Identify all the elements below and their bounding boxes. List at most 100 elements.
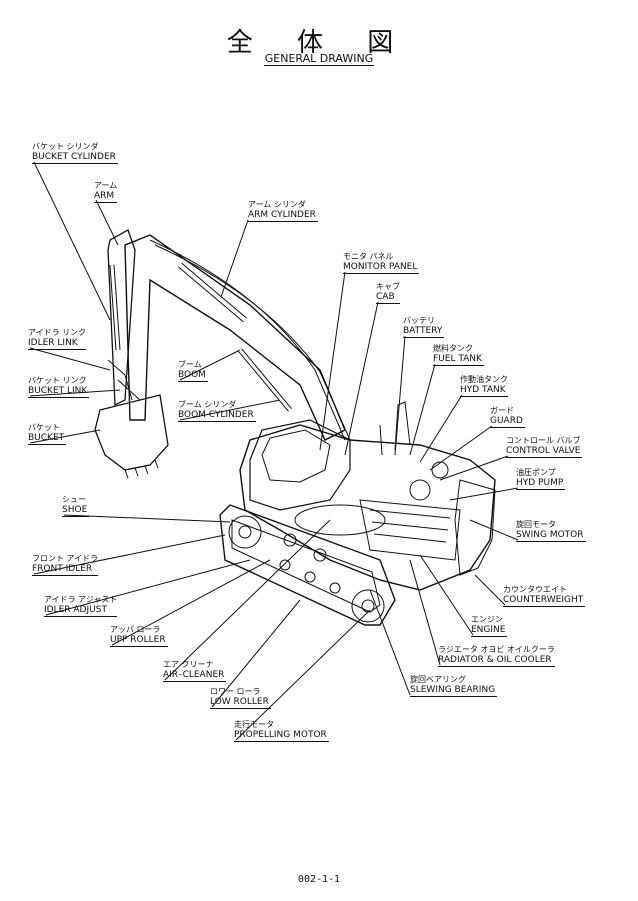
- leader-bucket-link: [29, 389, 121, 397]
- label-swing-motor-jp: 旋回モータ: [516, 520, 556, 529]
- leader-upp-roller: [111, 559, 271, 646]
- label-idler-link-jp: アイドラ リンク: [28, 328, 87, 337]
- leader-control-valve: [439, 455, 509, 481]
- label-air-cleaner-jp: エア クリーナ: [163, 660, 214, 669]
- leader-fuel-tank: [409, 363, 436, 456]
- label-boom-cylinder: ブーム シリンダ BOOM CYLINDER: [178, 400, 256, 422]
- label-slewing-bearing: 旋回ベアリング SLEWING BEARING: [410, 675, 498, 697]
- bucket-link-shape: [117, 379, 141, 401]
- label-engine: エンジン ENGINE: [471, 615, 508, 637]
- leader-slewing-bearing: [369, 589, 411, 696]
- label-hyd-tank: 作動油タンク HYD TANK: [460, 375, 508, 397]
- label-idler-adjust-en: IDLER ADJUST: [44, 605, 118, 617]
- label-bucket-link-jp: バケット リンク: [28, 376, 87, 385]
- sprocket-wheel: [351, 589, 385, 623]
- label-guard-jp: ガード: [490, 406, 514, 415]
- label-idler-adjust: アイドラ アジャスト IDLER ADJUST: [44, 595, 118, 617]
- label-fuel-tank-jp: 燃料タンク: [433, 344, 473, 353]
- label-shoe: シュー SHOE: [62, 495, 90, 517]
- label-counterweight-jp: カウンタウエイト: [503, 585, 567, 594]
- leader-bucket-cylinder: [33, 161, 111, 321]
- label-cab-jp: キャブ: [376, 282, 400, 291]
- leader-swing-motor: [469, 519, 519, 541]
- label-counterweight-en: COUNTERWEIGHT: [503, 595, 586, 607]
- label-engine-jp: エンジン: [471, 615, 503, 624]
- track-inner: [231, 519, 381, 613]
- label-upp-roller-en: UPP ROLLER: [110, 635, 168, 647]
- label-hyd-pump-jp: 油圧ポンプ: [516, 468, 556, 477]
- leader-air-cleaner: [164, 519, 331, 681]
- leader-cab: [344, 301, 379, 456]
- label-battery-jp: バッテリ: [403, 316, 435, 325]
- label-control-valve-en: CONTROL VALVE: [506, 446, 583, 458]
- leader-hyd-tank: [419, 394, 463, 463]
- page-title-japanese: 全 体 図: [226, 28, 412, 58]
- label-bucket-cylinder-en: BUCKET CYLINDER: [32, 152, 118, 164]
- label-idler-adjust-jp: アイドラ アジャスト: [44, 595, 118, 604]
- label-slewing-bearing-en: SLEWING BEARING: [410, 685, 498, 697]
- label-low-roller-jp: ロワー ローラ: [210, 687, 261, 696]
- label-low-roller-en: LOW ROLLER: [210, 697, 271, 709]
- label-guard-en: GUARD: [490, 416, 525, 428]
- page-number: 002-1-1: [297, 874, 341, 885]
- label-boom-jp: ブーム: [178, 360, 202, 369]
- track-frame: [219, 504, 396, 626]
- label-air-cleaner-en: AIR–CLEANER: [163, 670, 227, 682]
- label-arm-cylinder-en: ARM CYLINDER: [248, 210, 318, 222]
- front-idler-wheel: [228, 515, 262, 549]
- idler-link-shape: [107, 359, 133, 401]
- label-propelling-motor-en: PROPELLING MOTOR: [234, 730, 329, 742]
- bucket-shape: [94, 394, 169, 471]
- leader-bucket: [29, 429, 101, 444]
- label-idler-link-en: IDLER LINK: [28, 338, 87, 350]
- boom-shape: [124, 234, 346, 441]
- label-propelling-motor: 走行モータ PROPELLING MOTOR: [234, 720, 329, 742]
- label-hyd-pump-en: HYD PUMP: [516, 478, 566, 490]
- label-bucket-link: バケット リンク BUCKET LINK: [28, 376, 90, 398]
- label-battery: バッテリ BATTERY: [403, 316, 445, 338]
- label-swing-motor-en: SWING MOTOR: [516, 530, 586, 542]
- label-slewing-bearing-jp: 旋回ベアリング: [410, 675, 466, 684]
- arm-shape: [107, 229, 136, 407]
- label-radiator-jp: ラジエータ オヨビ オイルクーラ: [438, 645, 555, 654]
- label-bucket-link-en: BUCKET LINK: [28, 386, 90, 398]
- label-upp-roller-jp: アッパ ローラ: [110, 625, 161, 634]
- leader-low-roller: [211, 599, 301, 708]
- label-fuel-tank: 燃料タンク FUEL TANK: [433, 344, 484, 366]
- label-front-idler-jp: フロント アイドラ: [32, 554, 99, 563]
- label-monitor-panel: モニタ パネル MONITOR PANEL: [343, 252, 420, 274]
- label-boom-cylinder-jp: ブーム シリンダ: [178, 400, 237, 409]
- leader-guard: [429, 425, 493, 471]
- leader-idler-link: [29, 347, 111, 371]
- label-idler-link: アイドラ リンク IDLER LINK: [28, 328, 87, 350]
- label-monitor-panel-jp: モニタ パネル: [343, 252, 394, 261]
- label-bucket-cylinder-jp: バケット シリンダ: [32, 142, 99, 151]
- label-cab-en: CAB: [376, 292, 400, 304]
- label-hyd-tank-en: HYD TANK: [460, 385, 508, 397]
- label-boom-en: BOOM: [178, 370, 208, 382]
- leader-boom: [179, 349, 241, 381]
- label-arm-cylinder: アーム シリンダ ARM CYLINDER: [248, 200, 318, 222]
- label-boom-cylinder-en: BOOM CYLINDER: [178, 410, 256, 422]
- label-shoe-en: SHOE: [62, 505, 90, 517]
- leader-counterweight: [474, 574, 506, 606]
- leader-radiator: [409, 559, 441, 666]
- label-monitor-panel-en: MONITOR PANEL: [343, 262, 420, 274]
- lower-roller: [279, 559, 291, 571]
- label-engine-en: ENGINE: [471, 625, 508, 637]
- leader-shoe: [63, 514, 231, 523]
- guard-rail: [394, 401, 411, 451]
- label-arm-cylinder-jp: アーム シリンダ: [248, 200, 306, 209]
- cab-shape: [249, 419, 351, 511]
- label-upp-roller: アッパ ローラ UPP ROLLER: [110, 625, 168, 647]
- counterweight-shape: [454, 479, 496, 576]
- leader-monitor-panel: [319, 271, 346, 451]
- label-bucket: バケット BUCKET: [28, 423, 67, 445]
- label-low-roller: ロワー ローラ LOW ROLLER: [210, 687, 271, 709]
- label-cab: キャブ CAB: [376, 282, 400, 304]
- label-bucket-jp: バケット: [28, 423, 60, 432]
- label-shoe-jp: シュー: [62, 495, 86, 504]
- label-control-valve: コントロール バルブ CONTROL VALVE: [506, 436, 583, 458]
- label-arm: アーム ARM: [94, 181, 118, 203]
